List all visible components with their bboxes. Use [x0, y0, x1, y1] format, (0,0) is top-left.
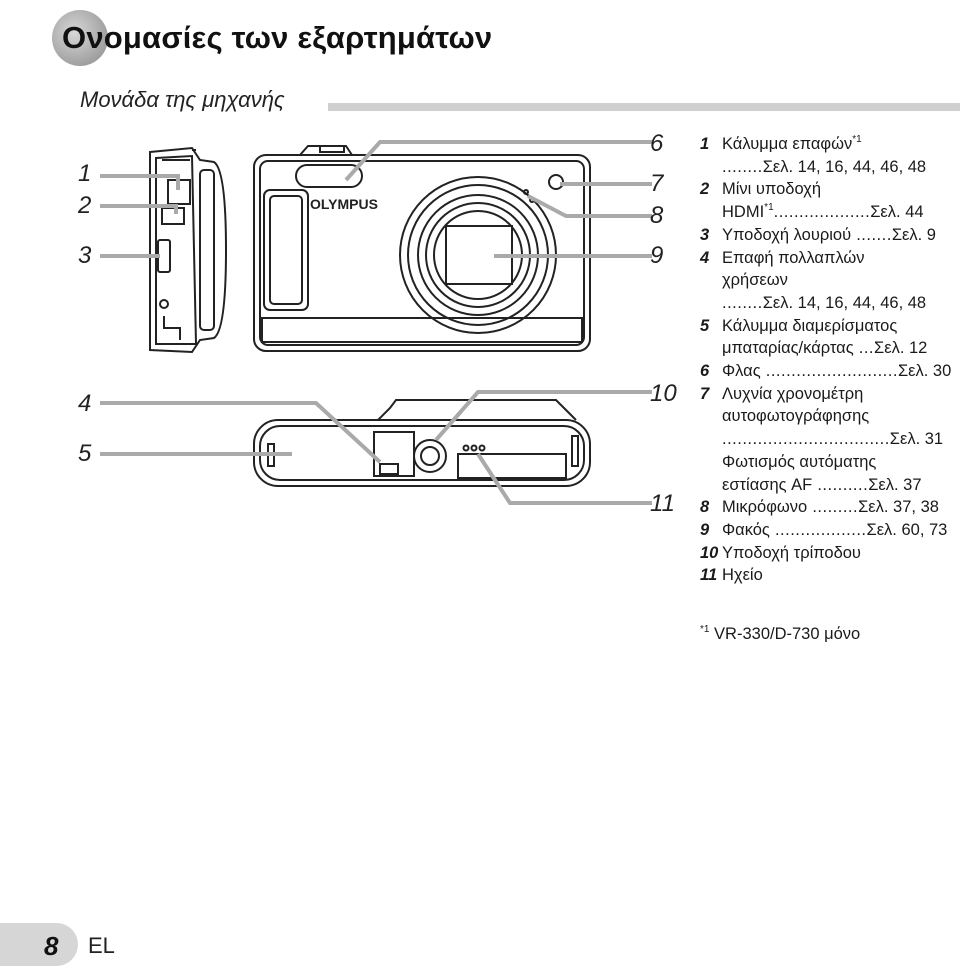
legend-number: 6	[700, 362, 710, 381]
legend-item-4-pages: ........Σελ. 14, 16, 44, 46, 48	[722, 293, 927, 312]
footnote-marker: *1	[852, 134, 862, 145]
camera-front-view	[253, 145, 591, 352]
section-subtitle: Μονάδα της μηχανής	[80, 87, 285, 112]
footnote: *1 VR-330/D-730 μόνο	[700, 625, 860, 644]
legend-number: 2	[700, 180, 710, 199]
legend-pages: Σελ. 44	[870, 203, 924, 222]
camera-side-view	[149, 146, 228, 354]
legend-label: Μικρόφωνο	[722, 498, 808, 517]
callout-number-4: 4	[78, 390, 92, 417]
callout-number-5: 5	[78, 440, 92, 467]
legend-item-5: 5 Κάλυμμα διαμερίσματος	[700, 315, 960, 338]
legend-label: χρήσεων	[722, 271, 788, 290]
footnote-marker: *1	[700, 624, 710, 635]
legend-number: 4	[700, 248, 710, 267]
legend-label: HDMI	[722, 203, 765, 222]
legend-label: Λυχνία χρονομέτρη	[722, 384, 864, 403]
legend-label: μπαταρίας/κάρτας	[722, 339, 854, 358]
legend-item-4: 4 Επαφή πολλαπλών	[700, 247, 960, 270]
legend-number: 1	[700, 135, 710, 153]
legend-label: Μίνι υποδοχή	[722, 180, 822, 199]
legend-item-1-pages: ........Σελ. 14, 16, 44, 46, 48	[722, 157, 927, 176]
legend-number: 5	[700, 316, 710, 335]
legend-item-7-cont: αυτοφωτογράφησης	[700, 405, 960, 428]
footnote-text: VR-330/D-730 μόνο	[714, 625, 861, 643]
legend-pages: Σελ. 37	[868, 475, 922, 494]
legend-number: 11	[700, 566, 718, 585]
callout-number-3: 3	[78, 242, 92, 269]
legend-label: Επαφή πολλαπλών	[722, 248, 865, 267]
footnote-marker: *1	[764, 202, 774, 214]
page-number-tab	[0, 923, 78, 966]
callout-number-11: 11	[650, 490, 675, 517]
callout-number-1: 1	[78, 160, 92, 187]
page-number: 8	[44, 931, 59, 961]
callout-number-7: 7	[650, 170, 664, 197]
legend-item-2-cont: HDMI*1...................Σελ. 44	[722, 202, 924, 222]
legend-pages: Σελ. 37, 38	[858, 498, 939, 517]
legend-number: 9	[700, 520, 710, 539]
legend-pages: Σελ. 14, 16, 44, 46, 48	[762, 293, 927, 312]
legend-pages: Σελ. 9	[891, 225, 936, 244]
legend-number: 3	[700, 225, 710, 244]
legend-label: Φακός	[722, 520, 770, 539]
legend-pages: Σελ. 60, 73	[866, 520, 948, 539]
legend-item-5-cont: μπαταρίας/κάρτας ...Σελ. 12	[722, 339, 928, 358]
legend-label: Υποδοχή λουριού	[722, 225, 852, 244]
page-title-block: Ονομασίες των εξαρτημάτων	[48, 6, 948, 70]
legend-item-7-af: Φωτισμός αυτόματης	[700, 451, 960, 474]
legend-label: Φωτισμός αυτόματης	[722, 452, 877, 471]
legend-number: 10	[700, 543, 719, 562]
legend-number: 8	[700, 498, 710, 517]
legend-label: Κάλυμμα επαφών	[722, 135, 853, 153]
legend-label: αυτοφωτογράφησης	[722, 407, 870, 426]
legend-label: Φλας	[722, 362, 761, 381]
legend-item-2: 2 Μίνι υποδοχή	[700, 178, 960, 201]
legend-item-7-af-cont: εστίασης AF ..........Σελ. 37	[722, 475, 922, 494]
language-code: EL	[88, 933, 115, 958]
legend-label: Υποδοχή τρίποδου	[722, 543, 861, 562]
legend-number: 7	[700, 384, 710, 403]
legend-label: εστίασης AF	[722, 475, 813, 494]
callout-number-8: 8	[650, 202, 664, 229]
brand-logo: OLYMPUS	[310, 196, 378, 212]
camera-bottom-view	[253, 399, 591, 487]
legend-pages: Σελ. 12	[874, 339, 928, 358]
legend-pages: Σελ. 30	[897, 362, 952, 381]
legend-pages: Σελ. 31	[889, 430, 944, 449]
legend-pages: Σελ. 14, 16, 44, 46, 48	[762, 157, 927, 176]
callout-number-6: 6	[650, 130, 664, 157]
callout-number-9: 9	[650, 242, 664, 269]
legend-label: Ηχείο	[722, 566, 763, 585]
legend-item-1: 1 Κάλυμμα επαφών*1	[700, 133, 960, 156]
title-decoration-circle	[52, 10, 108, 66]
legend-item-7: 7 Λυχνία χρονομέτρη	[700, 383, 960, 406]
legend-item-7-pages: .................................Σελ. 31	[722, 430, 944, 449]
legend-label: Κάλυμμα διαμερίσματος	[722, 316, 898, 335]
callout-number-10: 10	[650, 380, 677, 407]
callout-number-2: 2	[78, 192, 92, 219]
subtitle-rule	[328, 103, 960, 111]
page-title: Ονομασίες των εξαρτημάτων	[62, 20, 493, 55]
callout-leader-lines	[100, 140, 652, 505]
legend-item-4-cont: χρήσεων	[700, 269, 960, 292]
